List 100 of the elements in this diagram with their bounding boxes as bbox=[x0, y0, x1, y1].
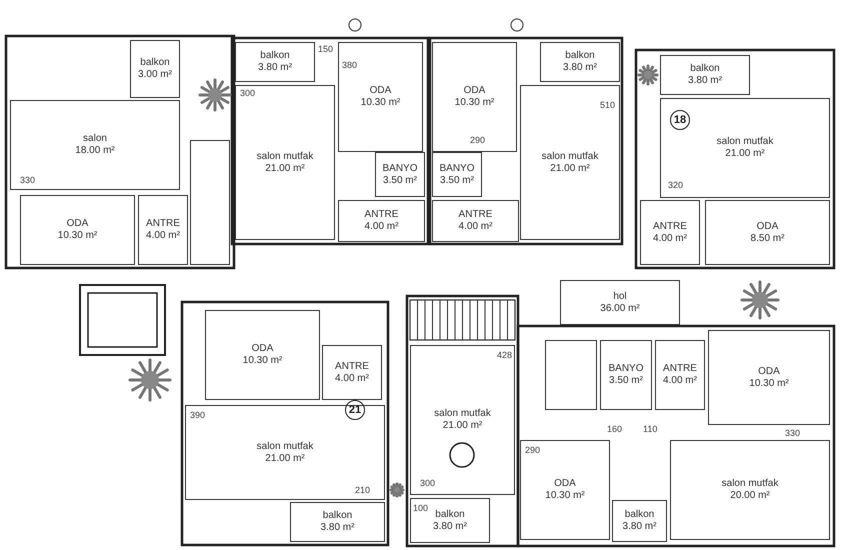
room-name: balkon bbox=[435, 508, 465, 520]
room-name: salon mutfak bbox=[434, 408, 491, 420]
room-name: ODA bbox=[464, 85, 486, 97]
dimension-text: 380 bbox=[342, 60, 358, 71]
room-name: BANYO bbox=[382, 162, 418, 174]
room-area: 4.00 m² bbox=[653, 232, 687, 244]
dimension-text: 330 bbox=[785, 428, 800, 439]
room bbox=[540, 42, 620, 82]
room-area: 4.00 m² bbox=[458, 221, 492, 233]
room-area: 10.30 m² bbox=[242, 355, 282, 367]
room-name: ODA bbox=[252, 343, 274, 355]
room bbox=[375, 152, 425, 197]
room bbox=[432, 152, 482, 197]
room-name: balkon bbox=[565, 50, 595, 62]
room-area: 10.30 m² bbox=[454, 97, 494, 109]
room-name: salon mutfak bbox=[256, 150, 314, 162]
bathroom bbox=[545, 340, 597, 410]
dimension-text: 390 bbox=[190, 410, 206, 421]
room-area: 10.30 m² bbox=[749, 378, 789, 390]
dimension-text: 290 bbox=[525, 445, 540, 456]
room bbox=[660, 98, 830, 198]
unit-number: 18 bbox=[670, 110, 690, 130]
room-name: ODA bbox=[370, 85, 392, 97]
room-name: ODA bbox=[66, 218, 88, 230]
room-area: 4.00 m² bbox=[335, 372, 369, 384]
room bbox=[708, 330, 830, 425]
room-area: 4.00 m² bbox=[364, 221, 398, 233]
dimension-text: 320 bbox=[668, 180, 684, 191]
room-name: ODA bbox=[554, 478, 576, 490]
room-name: ANTRE bbox=[653, 220, 687, 232]
bathroom bbox=[190, 140, 230, 265]
dimension-text: 160 bbox=[607, 424, 622, 435]
room bbox=[205, 310, 320, 400]
room-area: 3.50 m² bbox=[609, 375, 643, 387]
room bbox=[432, 200, 519, 242]
dimension-text: 100 bbox=[413, 503, 428, 514]
room-name: ANTRE bbox=[146, 218, 180, 230]
dimension-text: 428 bbox=[497, 350, 512, 361]
room-area: 8.50 m² bbox=[750, 232, 784, 244]
room-area: 21.00 m² bbox=[442, 420, 482, 432]
room bbox=[235, 42, 315, 82]
room-name: salon mutfak bbox=[256, 440, 314, 452]
room-area: 3.80 m² bbox=[688, 75, 722, 87]
dimension-text: 110 bbox=[643, 424, 658, 435]
dimension-text: 330 bbox=[20, 175, 36, 186]
room-area: 36.00 m² bbox=[600, 302, 640, 314]
room bbox=[640, 200, 700, 265]
room-name: balkon bbox=[322, 510, 352, 522]
room-area: 20.00 m² bbox=[730, 490, 770, 502]
room bbox=[20, 195, 135, 265]
dimension-text: 300 bbox=[240, 88, 256, 99]
room bbox=[670, 440, 830, 540]
room-name: ANTRE bbox=[458, 209, 492, 221]
room-name: balkon bbox=[624, 509, 654, 521]
room bbox=[432, 42, 517, 152]
room bbox=[338, 42, 423, 152]
room-area: 21.00 m² bbox=[725, 148, 765, 160]
room-area: 3.50 m² bbox=[383, 174, 417, 186]
room-area: 4.00 m² bbox=[146, 230, 180, 242]
room-area: 10.30 m² bbox=[545, 490, 585, 502]
room-area: 10.30 m² bbox=[360, 97, 400, 109]
room-area: 10.30 m² bbox=[58, 230, 98, 242]
dimension-text: 300 bbox=[420, 478, 436, 489]
room bbox=[705, 200, 830, 265]
room bbox=[338, 200, 425, 242]
room-name: salon mutfak bbox=[722, 478, 778, 490]
room bbox=[660, 55, 750, 95]
room-name: balkon bbox=[690, 63, 720, 75]
room-name: ODA bbox=[756, 220, 778, 232]
room-name: BANYO bbox=[608, 363, 644, 375]
room bbox=[600, 340, 652, 410]
room bbox=[410, 498, 490, 543]
room-name: salon mutfak bbox=[716, 136, 774, 148]
room-area: 3.80 m² bbox=[563, 62, 597, 74]
unit-number: 21 bbox=[345, 400, 365, 420]
room-area: 21.00 m² bbox=[265, 162, 305, 174]
room bbox=[290, 502, 385, 542]
room bbox=[130, 40, 180, 98]
room-name: BANYO bbox=[439, 162, 474, 174]
room bbox=[410, 345, 515, 495]
room-area: 3.00 m² bbox=[138, 69, 172, 81]
room-name: ANTRE bbox=[335, 360, 369, 372]
room bbox=[10, 100, 180, 190]
room bbox=[612, 500, 667, 542]
room bbox=[560, 280, 680, 325]
room-name: balkon bbox=[140, 57, 170, 69]
room bbox=[138, 195, 188, 265]
room-name: ANTRE bbox=[663, 363, 697, 375]
room-area: 3.80 m² bbox=[433, 520, 467, 532]
room-name: salon mutfak bbox=[542, 150, 598, 162]
room-area: 21.00 m² bbox=[550, 162, 590, 174]
room-area: 3.80 m² bbox=[622, 521, 656, 533]
dimension-text: 210 bbox=[355, 485, 370, 496]
room-name: hol bbox=[613, 290, 627, 302]
room-name: ODA bbox=[758, 366, 780, 378]
room-area: 3.80 m² bbox=[320, 522, 354, 534]
room-area: 18.00 m² bbox=[75, 145, 115, 157]
dimension-text: 150 bbox=[318, 44, 334, 55]
room bbox=[655, 340, 705, 410]
room bbox=[235, 85, 335, 240]
